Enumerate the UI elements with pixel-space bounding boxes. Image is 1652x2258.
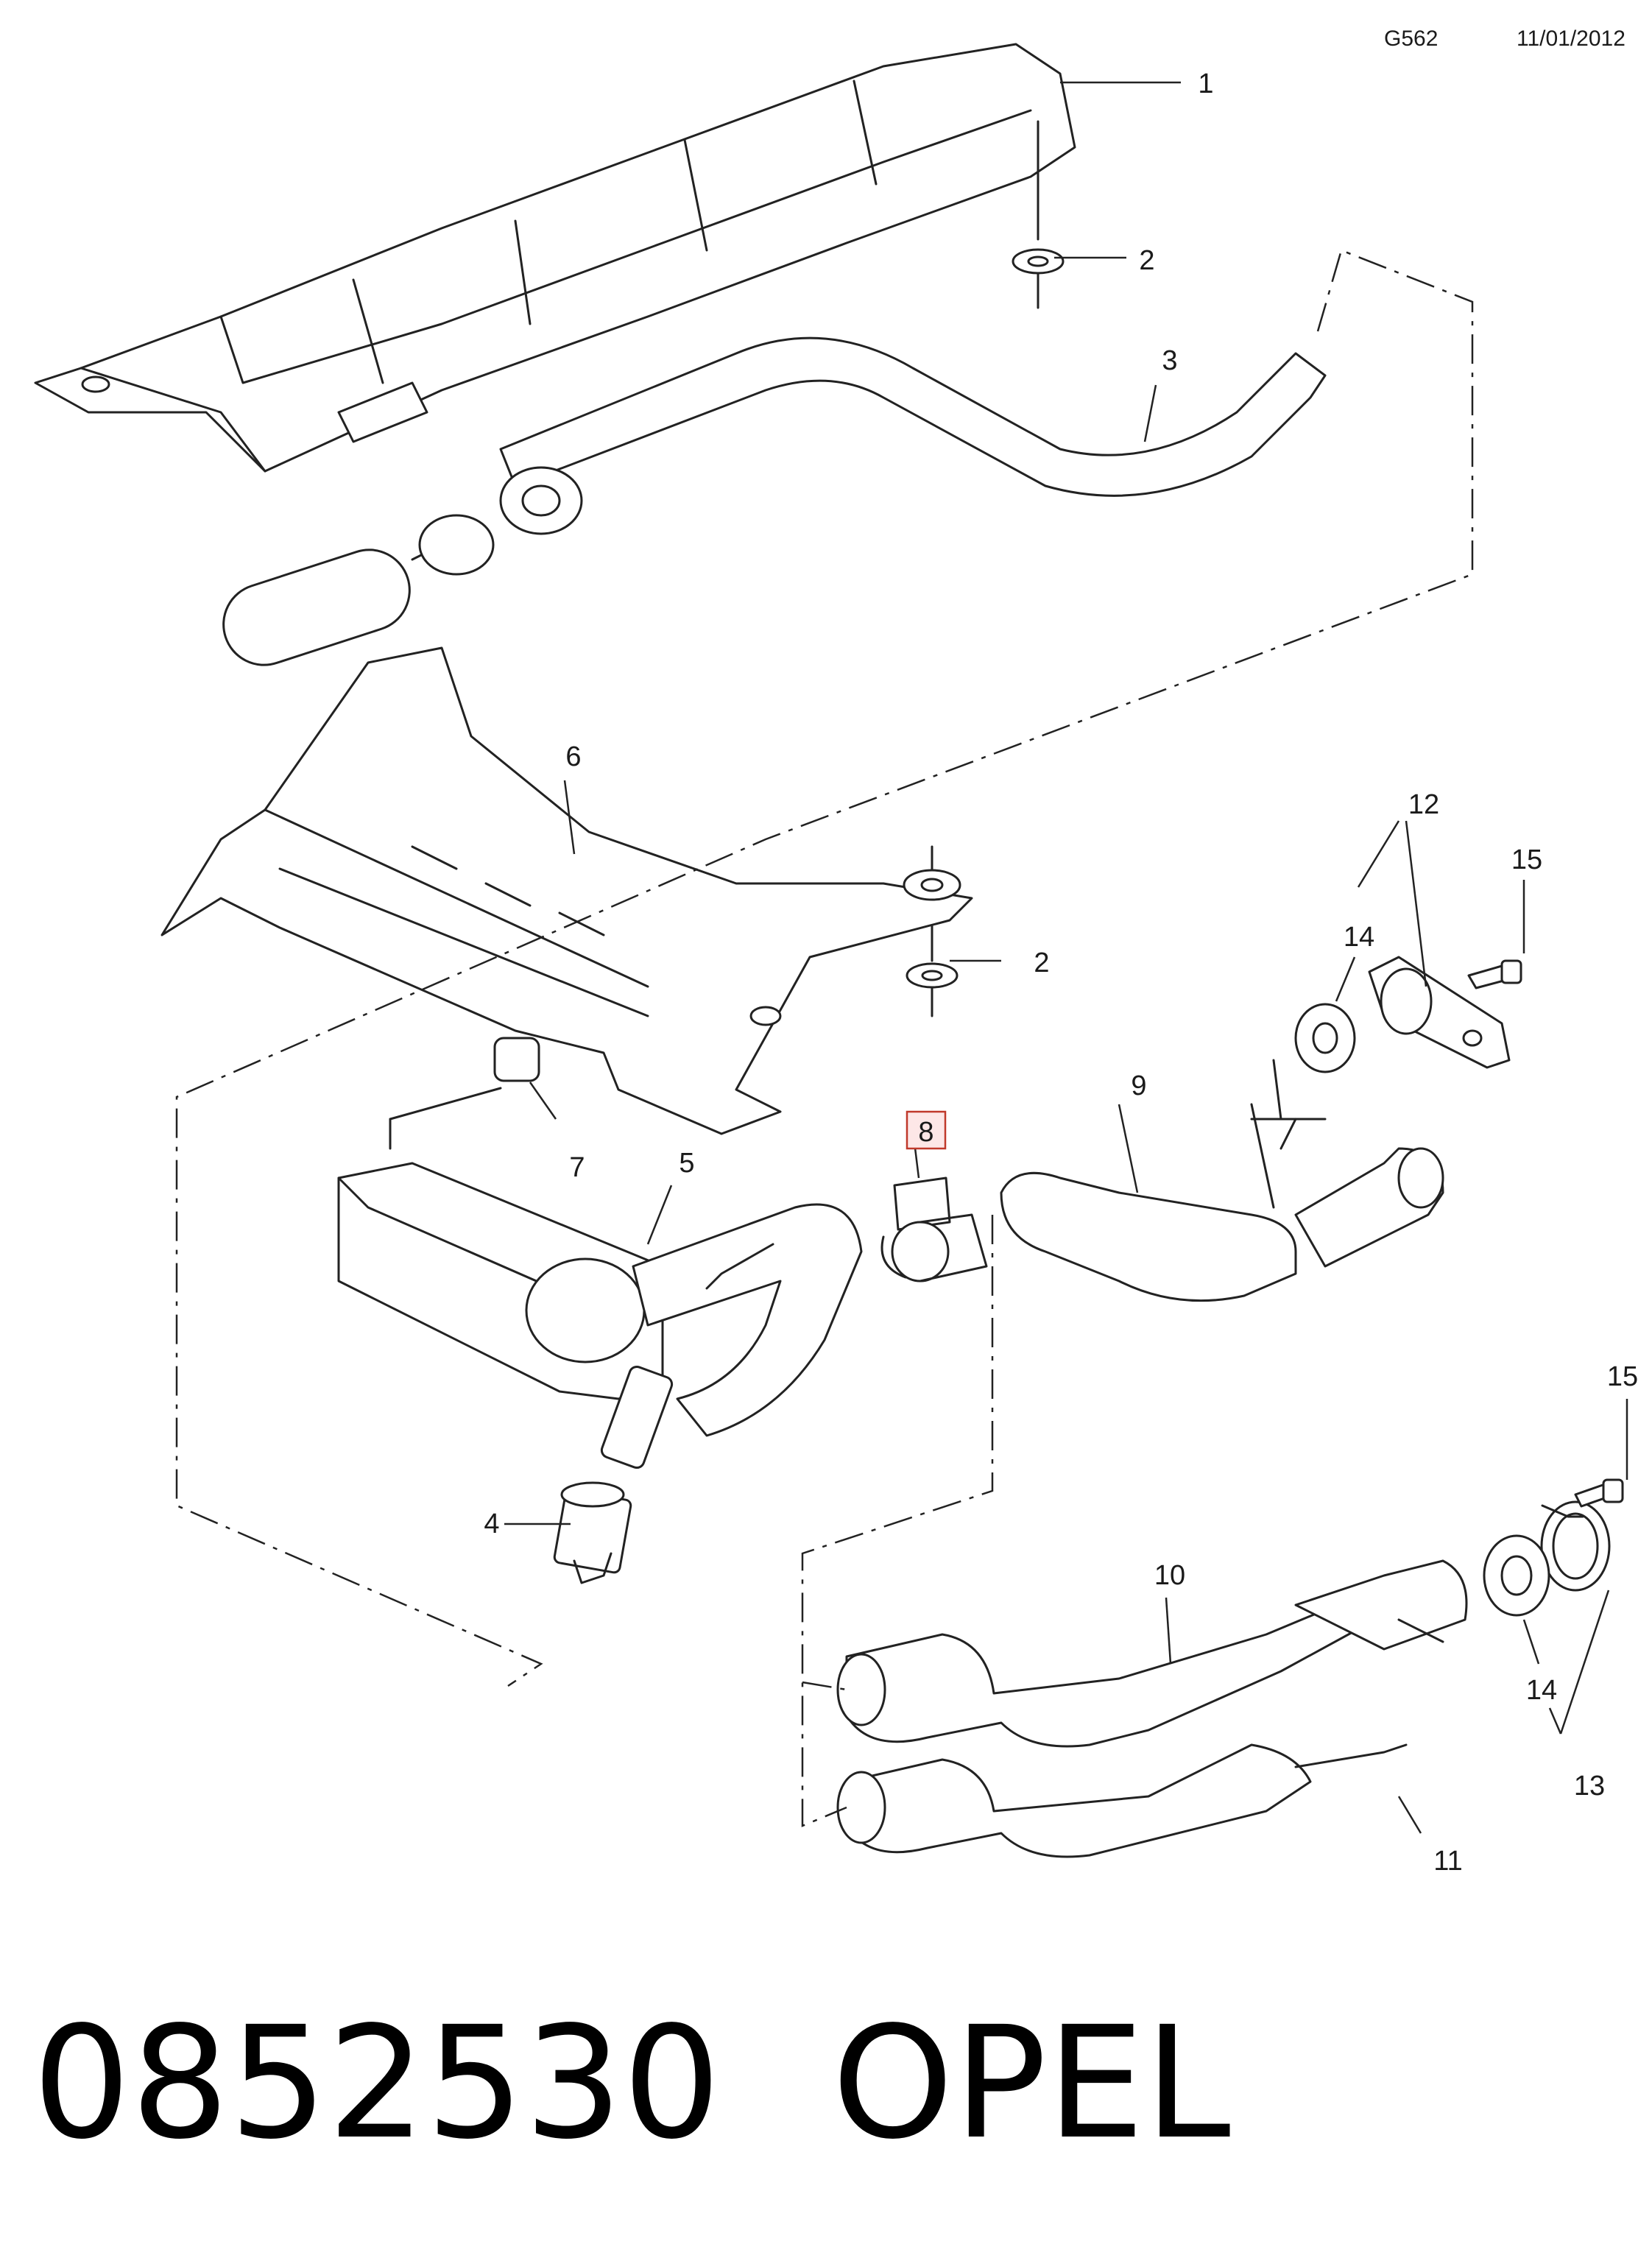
leader-11 <box>1397 1796 1422 1834</box>
leader-7 <box>529 1082 557 1120</box>
callout-2-lower: 2 <box>1034 948 1049 978</box>
callout-15-upper: 15 <box>1511 844 1542 875</box>
part-number: 0852530 <box>32 1993 721 2173</box>
callout-3: 3 <box>1162 345 1177 376</box>
leader-10 <box>1165 1597 1172 1665</box>
rubber-hanger-7 <box>389 1037 540 1150</box>
heat-shield <box>34 43 1076 473</box>
bolt-15-right <box>1467 959 1522 989</box>
subframe <box>160 646 973 1135</box>
diagram-code: G562 <box>1384 27 1439 51</box>
callout-5: 5 <box>679 1148 694 1179</box>
callout-8-highlight-box <box>906 1110 947 1150</box>
callout-9: 9 <box>1131 1070 1146 1101</box>
construction-line-b <box>801 1215 994 1827</box>
tailpipe-right <box>1000 1103 1444 1302</box>
callout-8: 8 <box>918 1117 933 1148</box>
leader-12a <box>1357 820 1400 888</box>
leader-14b <box>1522 1619 1540 1665</box>
clamp-8 <box>880 1176 988 1283</box>
bracket-12 <box>1368 956 1511 1069</box>
leader-13b <box>1559 1590 1610 1735</box>
diagram-date: 11/01/2012 <box>1517 27 1625 51</box>
callout-2-upper: 2 <box>1139 245 1154 276</box>
exhaust-system-diagram: 1 2 3 6 2 7 5 8 9 4 12 14 15 10 15 14 13… <box>34 43 1638 1877</box>
leader-5 <box>646 1185 673 1245</box>
callout-15-lower: 15 <box>1607 1361 1638 1392</box>
clamp-4 <box>553 1481 632 1584</box>
callout-4: 4 <box>484 1509 499 1539</box>
leader-14a <box>1335 956 1356 1002</box>
bolt-15-left <box>1574 1478 1624 1508</box>
tailpipe-left <box>836 1559 1468 1748</box>
construction-line-c <box>802 1681 847 1691</box>
callout-14-upper: 14 <box>1344 922 1374 953</box>
callout-12: 12 <box>1408 789 1439 820</box>
callout-11: 11 <box>1433 1846 1462 1877</box>
leader-6 <box>563 780 576 855</box>
callout-6: 6 <box>565 741 581 772</box>
insulator-14-right <box>1272 1003 1356 1150</box>
callout-7: 7 <box>569 1152 585 1183</box>
washer-2-upper <box>1012 120 1065 309</box>
bracket-13 <box>1540 1500 1611 1592</box>
leader-9 <box>1118 1104 1139 1193</box>
leader-3 <box>1143 384 1157 442</box>
rear-pipe-11 <box>836 1743 1408 1858</box>
callout-14-lower: 14 <box>1526 1675 1557 1706</box>
rear-muffler <box>337 1162 863 1470</box>
leader-13a <box>1548 1707 1562 1735</box>
insulator-14-left <box>1483 1534 1550 1617</box>
brand-name: OPEL <box>832 1993 1231 2173</box>
front-pipe <box>222 336 1327 666</box>
leader-12b <box>1405 820 1427 987</box>
callout-1: 1 <box>1198 68 1213 99</box>
callout-10: 10 <box>1154 1560 1185 1591</box>
construction-line-a <box>175 249 1474 1687</box>
callout-13: 13 <box>1574 1771 1605 1802</box>
